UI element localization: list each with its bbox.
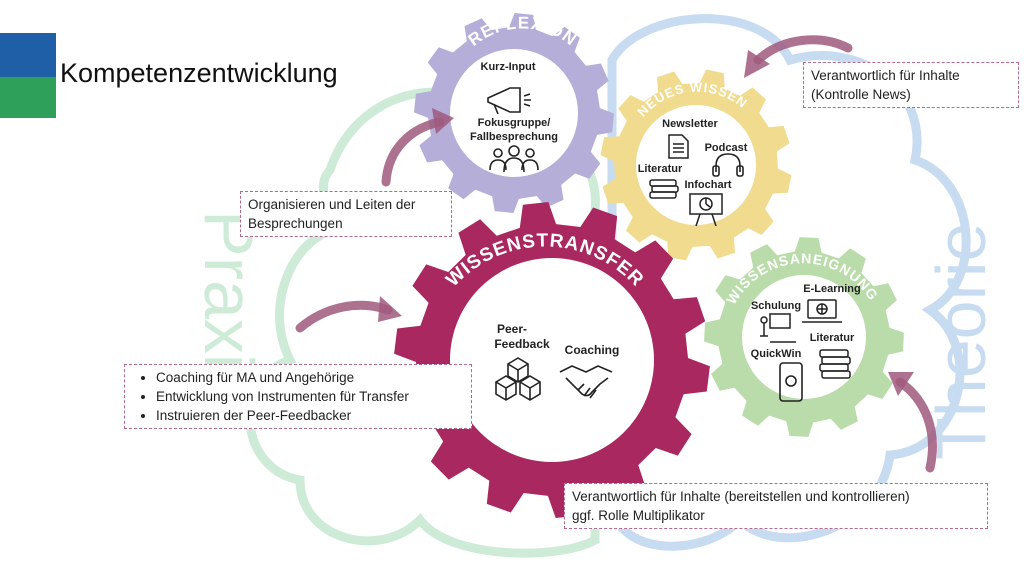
callout-top-right-line1: Verantwortlich für Inhalte [811, 68, 960, 83]
gear-wissensaneignung-center [742, 275, 866, 399]
arrow-to-reflexion-head [432, 108, 454, 134]
callout-top-right-line2: (Kontrolle News) [811, 87, 911, 102]
gear-wissenstransfer-center [450, 258, 654, 462]
megaphone-icon [487, 87, 531, 115]
aneignung-item-quickwin: QuickWin [751, 348, 802, 360]
cubes-icon [495, 357, 541, 401]
teacher-icon [760, 313, 796, 343]
arrow-to-wissenstransfer [295, 300, 393, 333]
transfer-item-peer-line2: Feedback [494, 337, 550, 351]
arrow-to-neues-wissen [753, 35, 853, 65]
page-title: Kompetenzentwicklung [60, 58, 338, 88]
callout-bottom-right-line1: Verantwortlich für Inhalte (bereitstelle… [572, 489, 910, 504]
bullet-instrumente: Entwicklung von Instrumenten für Transfe… [156, 387, 464, 406]
group-icon [489, 145, 539, 173]
callout-left-top-line1: Organisieren und Leiten der [248, 197, 416, 212]
reflexion-item-kurz-input: Kurz-Input [481, 61, 536, 73]
gear-neues-wissen-center [636, 105, 756, 225]
neues-item-podcast: Podcast [705, 142, 748, 154]
bullet-peer-feedbacker: Instruieren der Peer-Feedbacker [156, 406, 464, 425]
laptop-icon [802, 299, 842, 323]
gear-wissenstransfer [394, 202, 710, 518]
callout-left-bottom: Coaching für MA und Angehörige Entwicklu… [124, 364, 472, 429]
theorie-label: Theorie [922, 223, 1000, 460]
presentation-icon [689, 193, 723, 227]
books-icon [819, 349, 851, 379]
arrow-to-neues-wissen-head [744, 50, 770, 78]
handshake-icon [559, 365, 613, 399]
gear-reflexion [414, 13, 614, 213]
aneignung-item-literatur: Literatur [810, 332, 855, 344]
neues-item-newsletter: Newsletter [662, 118, 718, 130]
gear-wissensaneignung [704, 237, 904, 437]
callout-left-top-line2: Besprechungen [248, 216, 343, 231]
logo-blue-block [0, 33, 56, 77]
transfer-item-peer-line1: Peer- [497, 322, 527, 336]
transfer-item-coaching: Coaching [565, 343, 620, 357]
reflexion-item-fokusgruppe-line1: Fokusgruppe/ [478, 117, 551, 129]
callout-bottom-right: Verantwortlich für Inhalte (bereitstelle… [564, 483, 988, 529]
callout-bottom-right-line2: ggf. Rolle Multiplikator [572, 508, 705, 523]
arrow-to-wissensaneignung [895, 377, 937, 473]
document-icon [668, 134, 689, 159]
neues-item-infochart: Infochart [684, 179, 731, 191]
gear-reflexion-center [450, 49, 578, 177]
callout-top-right: Verantwortlich für Inhalte (Kontrolle Ne… [803, 62, 1019, 108]
gear-neues-wissen [600, 69, 792, 261]
bullet-coaching: Coaching für MA und Angehörige [156, 368, 464, 387]
arrows-group [295, 35, 937, 473]
callout-left-top: Organisieren und Leiten der Besprechunge… [240, 191, 452, 237]
arrow-to-wissenstransfer-head [378, 296, 402, 322]
reflexion-item-fokusgruppe-line2: Fallbesprechung [470, 131, 558, 143]
neues-item-literatur: Literatur [638, 163, 683, 175]
logo-green-block [0, 77, 56, 118]
aneignung-item-schulung: Schulung [751, 300, 801, 312]
arrow-to-wissensaneignung-head [888, 372, 914, 396]
arrow-to-reflexion [381, 117, 445, 187]
smartphone-icon [779, 362, 803, 402]
aneignung-item-elearning: E-Learning [803, 283, 860, 295]
books-icon [649, 179, 679, 199]
headphones-icon [712, 153, 744, 177]
